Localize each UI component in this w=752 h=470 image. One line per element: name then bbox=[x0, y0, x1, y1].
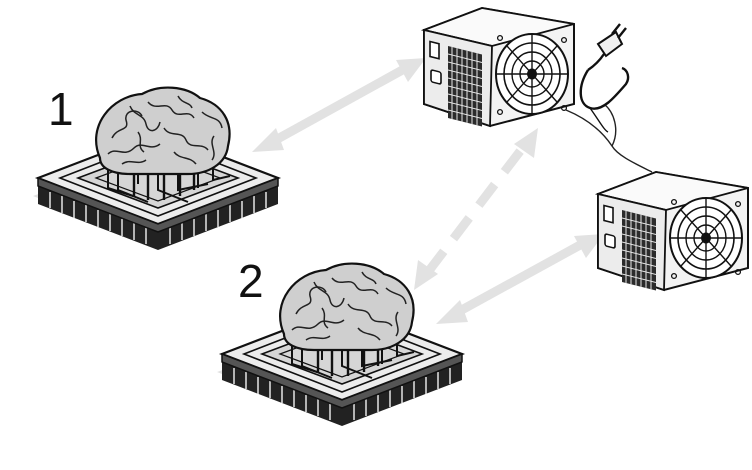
node-label-2: 2 bbox=[238, 255, 264, 307]
connection-arrow-chip2-psu1 bbox=[414, 128, 538, 290]
power-supply-2 bbox=[597, 171, 749, 292]
node-label-1: 1 bbox=[48, 83, 74, 135]
connection-arrow-chip2-psu2 bbox=[436, 234, 604, 324]
power-cable bbox=[565, 103, 653, 173]
power-plug-icon bbox=[579, 23, 630, 133]
power-supply-1 bbox=[423, 7, 575, 128]
connection-arrow-chip1-psu1 bbox=[252, 58, 426, 152]
